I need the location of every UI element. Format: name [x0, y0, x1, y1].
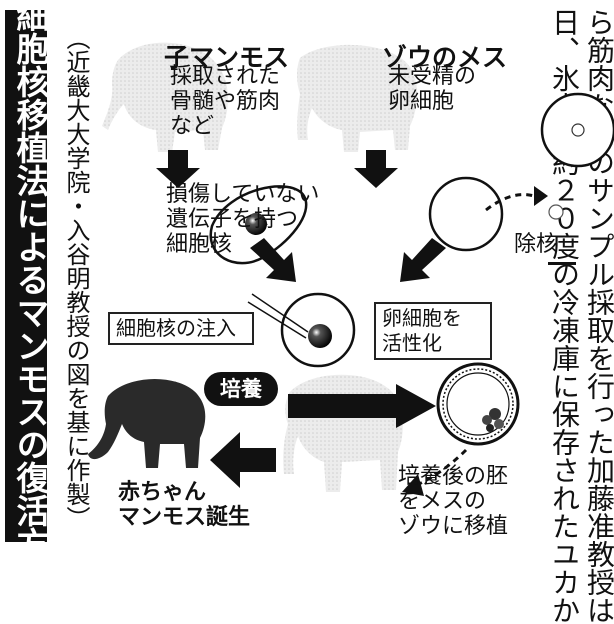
transfer-label: 培養後の胚 をメスの ゾウに移植 — [398, 464, 509, 539]
egg-cell-label: 未受精の 卵細胞 — [388, 64, 477, 114]
cell-nucleus — [245, 213, 267, 235]
source-credit: （近畿大大学院・入谷明教授の図を基に作製） — [62, 26, 90, 530]
baby-mammoth-icon — [88, 378, 206, 468]
removed-nucleus — [548, 204, 564, 220]
mammoth-silhouette — [102, 42, 228, 152]
culture-badge: 培養 — [204, 372, 278, 406]
birth-arrow — [210, 432, 276, 488]
mammoth-heading: 子マンモス — [164, 43, 290, 72]
elephant-heading: ゾウのメス — [382, 43, 508, 72]
embryo-icon — [436, 362, 520, 446]
column-divider — [548, 262, 576, 265]
process-diagram — [88, 42, 614, 496]
arrow-converge-left — [250, 238, 296, 282]
arrow-converge-right — [400, 238, 446, 282]
activation-label: 卵細胞を 活性化 — [374, 302, 492, 360]
enucleation-label: 除核 — [514, 232, 559, 257]
surrogate-elephant-silhouette — [283, 374, 403, 492]
diagram-title: 体細胞核移植法によるマンモスの復活方法 — [5, 0, 50, 593]
female-elephant-silhouette — [297, 44, 418, 152]
injection-label: 細胞核の注入 — [108, 312, 254, 345]
nucleus-label: 損傷していない 遺伝子を持つ 細胞核 — [166, 182, 320, 257]
arrow-down-left — [156, 150, 200, 188]
culture-arrow — [396, 384, 436, 428]
birth-label: 赤ちゃん マンモス誕生 — [118, 480, 251, 530]
arrow-down-right — [354, 150, 398, 188]
mammoth-sample-label: 採取された 骨髄や筋肉 など — [170, 64, 281, 139]
enucleated-egg — [428, 176, 504, 252]
